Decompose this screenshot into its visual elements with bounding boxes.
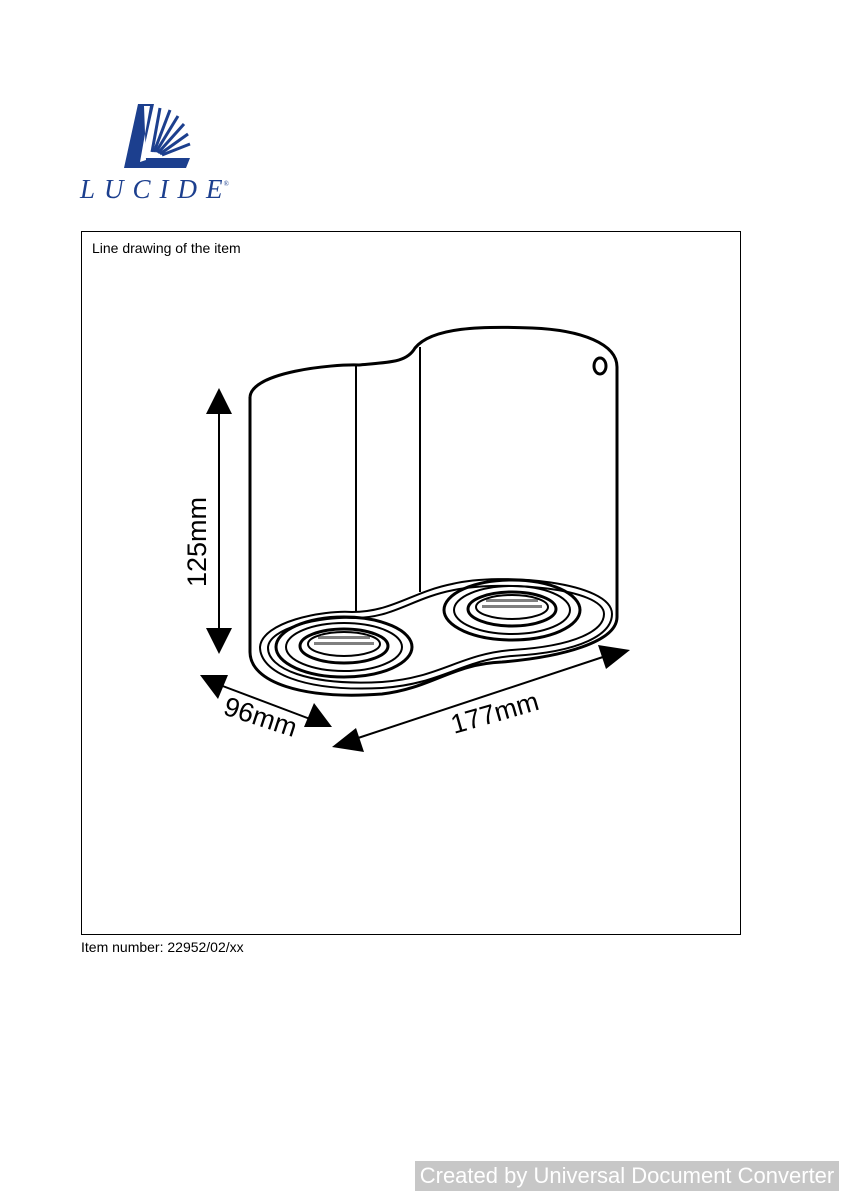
width-dimension-arrow bbox=[332, 645, 630, 752]
width-dimension-label: 177mm bbox=[447, 686, 542, 740]
lucide-logo: LUCIDE® bbox=[80, 102, 230, 210]
product-line-drawing: 125mm 96mm 177mm bbox=[182, 325, 630, 752]
height-dimension-label: 125mm bbox=[182, 497, 212, 587]
item-number: Item number: 22952/02/xx bbox=[81, 939, 244, 955]
depth-dimension-arrow bbox=[200, 675, 332, 727]
frame-title: Line drawing of the item bbox=[92, 240, 241, 256]
lucide-logo-icon bbox=[124, 104, 191, 168]
lucide-wordmark: LUCIDE® bbox=[80, 174, 232, 204]
depth-dimension-label: 96mm bbox=[220, 691, 301, 743]
converter-watermark: Created by Universal Document Converter bbox=[415, 1161, 839, 1191]
line-drawing-frame: Line drawing of the item bbox=[81, 231, 741, 935]
height-dimension-arrow bbox=[206, 388, 232, 654]
